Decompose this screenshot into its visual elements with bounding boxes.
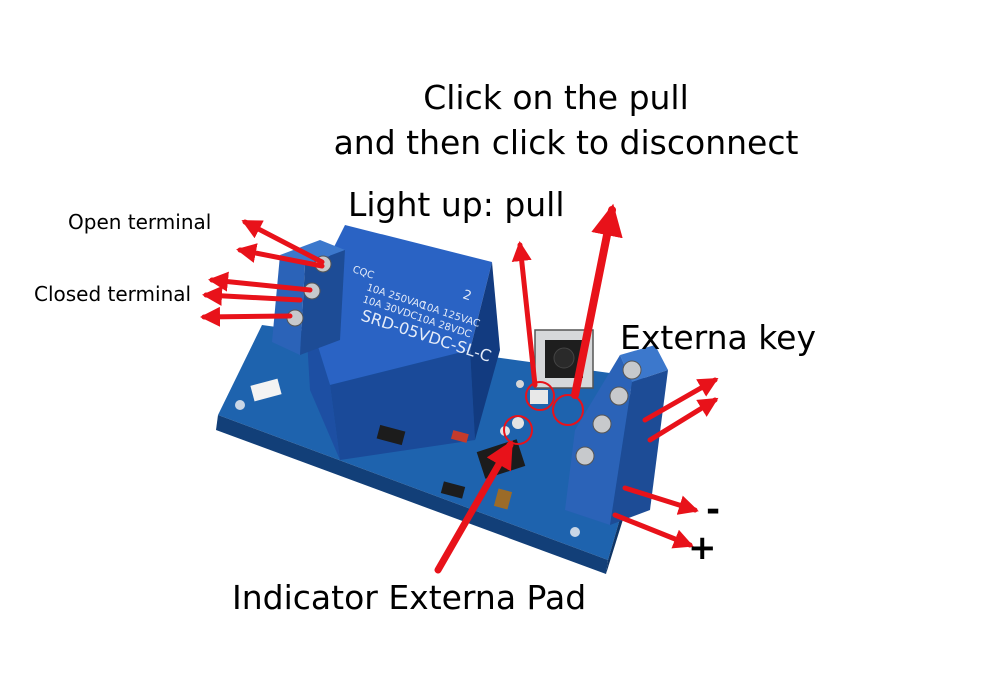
arrow-closed-terminal-3: [200, 306, 293, 327]
minus-sign-label: -: [706, 490, 721, 530]
plus-sign-label: +: [688, 528, 717, 568]
led-highlight-circle: [525, 381, 555, 411]
title-line-2: and then click to disconnect: [333, 123, 799, 162]
closed-terminal-label: Closed terminal: [34, 282, 192, 306]
pad-highlight-circle: [503, 415, 533, 445]
arrow-externa-key-1: [642, 377, 719, 423]
arrow-led: [511, 241, 538, 388]
arrow-plus: [612, 512, 694, 549]
terminal-block-left: [272, 240, 345, 355]
terminal-screw-icon: [622, 360, 642, 380]
relay-component: [305, 225, 500, 460]
terminal-screw-icon: [592, 414, 612, 434]
arrow-indicator: [434, 440, 514, 574]
light-up-label: Light up: pull: [348, 185, 565, 224]
arrow-externa-key-2: [647, 397, 719, 443]
arrow-closed-terminal-2: [202, 285, 303, 306]
arrow-pull: [571, 203, 623, 399]
indicator-externa-pad-label: Indicator Externa Pad: [232, 578, 587, 617]
button-highlight-circle: [552, 394, 584, 426]
arrow-open-terminal-2: [236, 243, 325, 269]
annotation-arrows: [200, 203, 719, 574]
terminal-screw-icon: [609, 386, 629, 406]
terminal-screw-icon: [575, 446, 595, 466]
open-terminal-label: Open terminal: [68, 210, 212, 234]
arrow-open-terminal-1: [241, 219, 325, 265]
externa-key-label: Externa key: [620, 318, 817, 357]
arrow-minus: [622, 485, 699, 515]
title-line-1: Click on the pull: [423, 78, 689, 117]
arrow-closed-terminal-1: [208, 271, 313, 293]
